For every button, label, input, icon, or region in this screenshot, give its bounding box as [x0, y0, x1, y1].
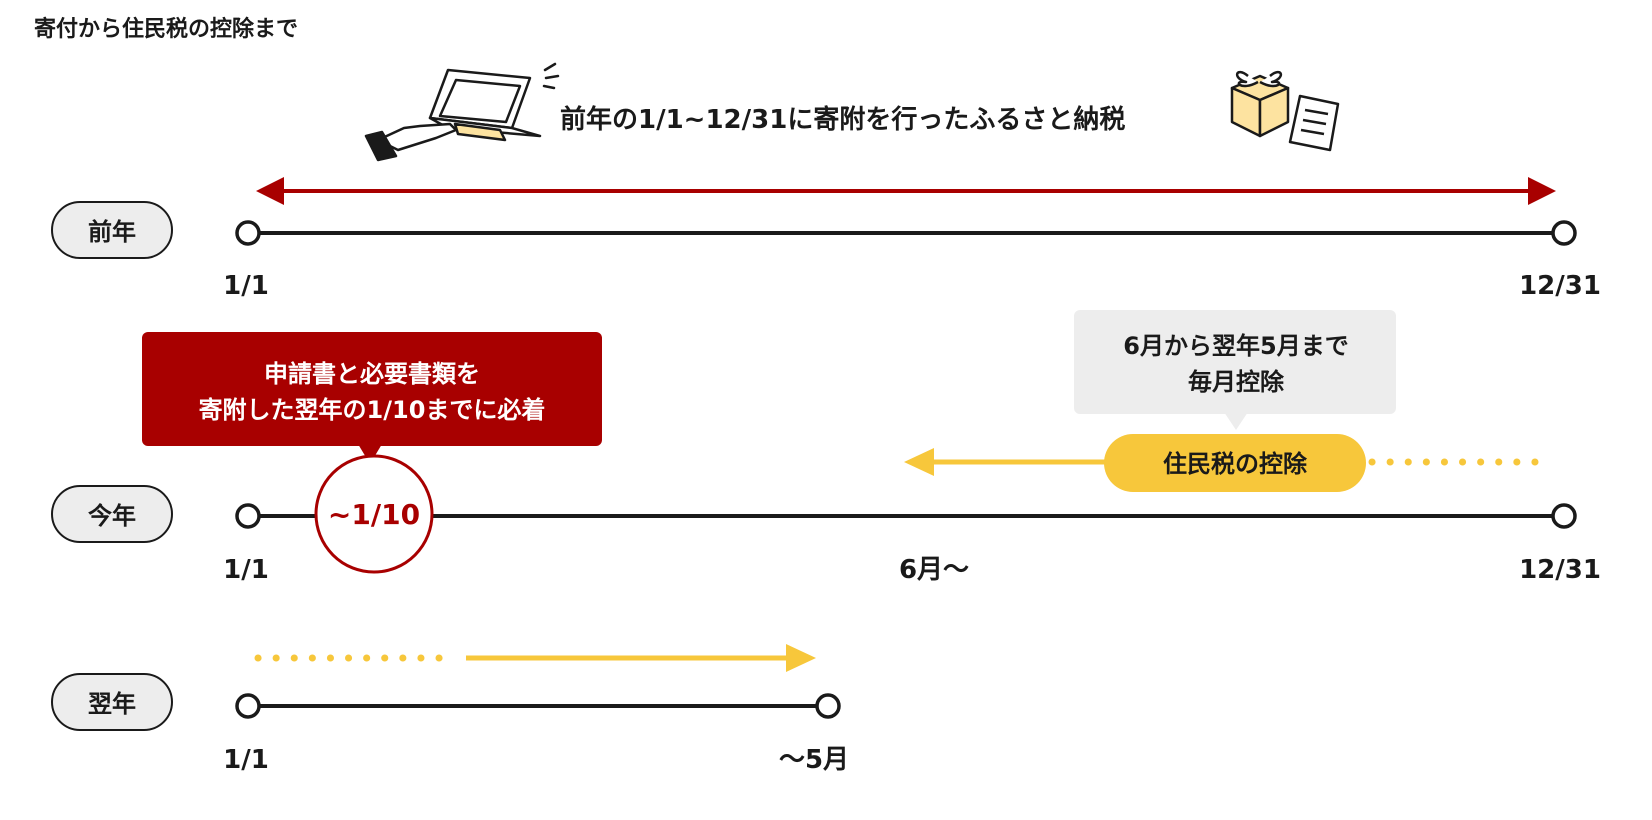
timeline-start-node: [235, 220, 261, 246]
arrow-left-icon: [904, 448, 934, 476]
date-label: ～5月: [779, 745, 849, 775]
deadline-line-1: 申請書と必要書類を: [264, 360, 480, 388]
deadline-marker: [314, 454, 434, 574]
deduction-arrow-this-year: 住民税の控除: [904, 434, 1554, 492]
timeline-end-node: [815, 693, 841, 719]
gift-box-icon: [1230, 70, 1290, 138]
arrow-right-icon: [1528, 177, 1556, 205]
deadline-note: 申請書と必要書類を 寄附した翌年の1/10までに必着: [142, 332, 602, 464]
year-pill-next: [51, 673, 173, 731]
row-prev-year: 前年 1/1 12/31: [51, 201, 1601, 301]
page-title: 寄付から住民税の控除まで: [34, 16, 298, 42]
deduction-pill: [1104, 434, 1366, 492]
arrow-right-icon: [786, 644, 816, 672]
deduction-note: 6月から翌年5月まで 毎月控除: [1074, 310, 1396, 430]
hand-icon: [364, 122, 458, 162]
year-label-this: 今年: [88, 502, 136, 530]
timeline-start-node: [235, 693, 261, 719]
date-label: 12/31: [1519, 555, 1601, 585]
donation-period-arrow: [256, 177, 1556, 205]
date-label: 1/1: [223, 271, 269, 301]
row-next-year: 翌年 1/1 ～5月: [51, 673, 849, 775]
deadline-marker-label: ~1/10: [328, 498, 420, 531]
date-label: 6月～: [899, 555, 969, 585]
deduction-note-line-1: 6月から翌年5月まで: [1123, 332, 1348, 360]
deduction-arrow-next-year: [254, 644, 816, 672]
timeline-start-node: [235, 503, 261, 529]
document-icon: [1288, 94, 1340, 152]
year-label-prev: 前年: [88, 218, 136, 246]
timeline-end-node: [1551, 220, 1577, 246]
deduction-note-line-2: 毎月控除: [1188, 368, 1285, 396]
row-this-year: 今年 ~1/10 1/1 6月～ 12/31: [51, 454, 1601, 585]
header-caption: 前年の1/1~12/31に寄附を行ったふるさと納税: [560, 104, 1125, 135]
deadline-line-2: 寄附した翌年の1/10までに必着: [199, 396, 546, 424]
year-pill-prev: [51, 201, 173, 259]
date-label: 12/31: [1519, 271, 1601, 301]
date-label: 1/1: [223, 745, 269, 775]
timeline-end-node: [1551, 503, 1577, 529]
arrow-left-icon: [256, 177, 284, 205]
deduction-pill-label: 住民税の控除: [1163, 450, 1308, 478]
date-label: 1/1: [223, 555, 269, 585]
year-label-next: 翌年: [88, 690, 136, 718]
year-pill-this: [51, 485, 173, 543]
laptop-icon: [428, 62, 560, 142]
